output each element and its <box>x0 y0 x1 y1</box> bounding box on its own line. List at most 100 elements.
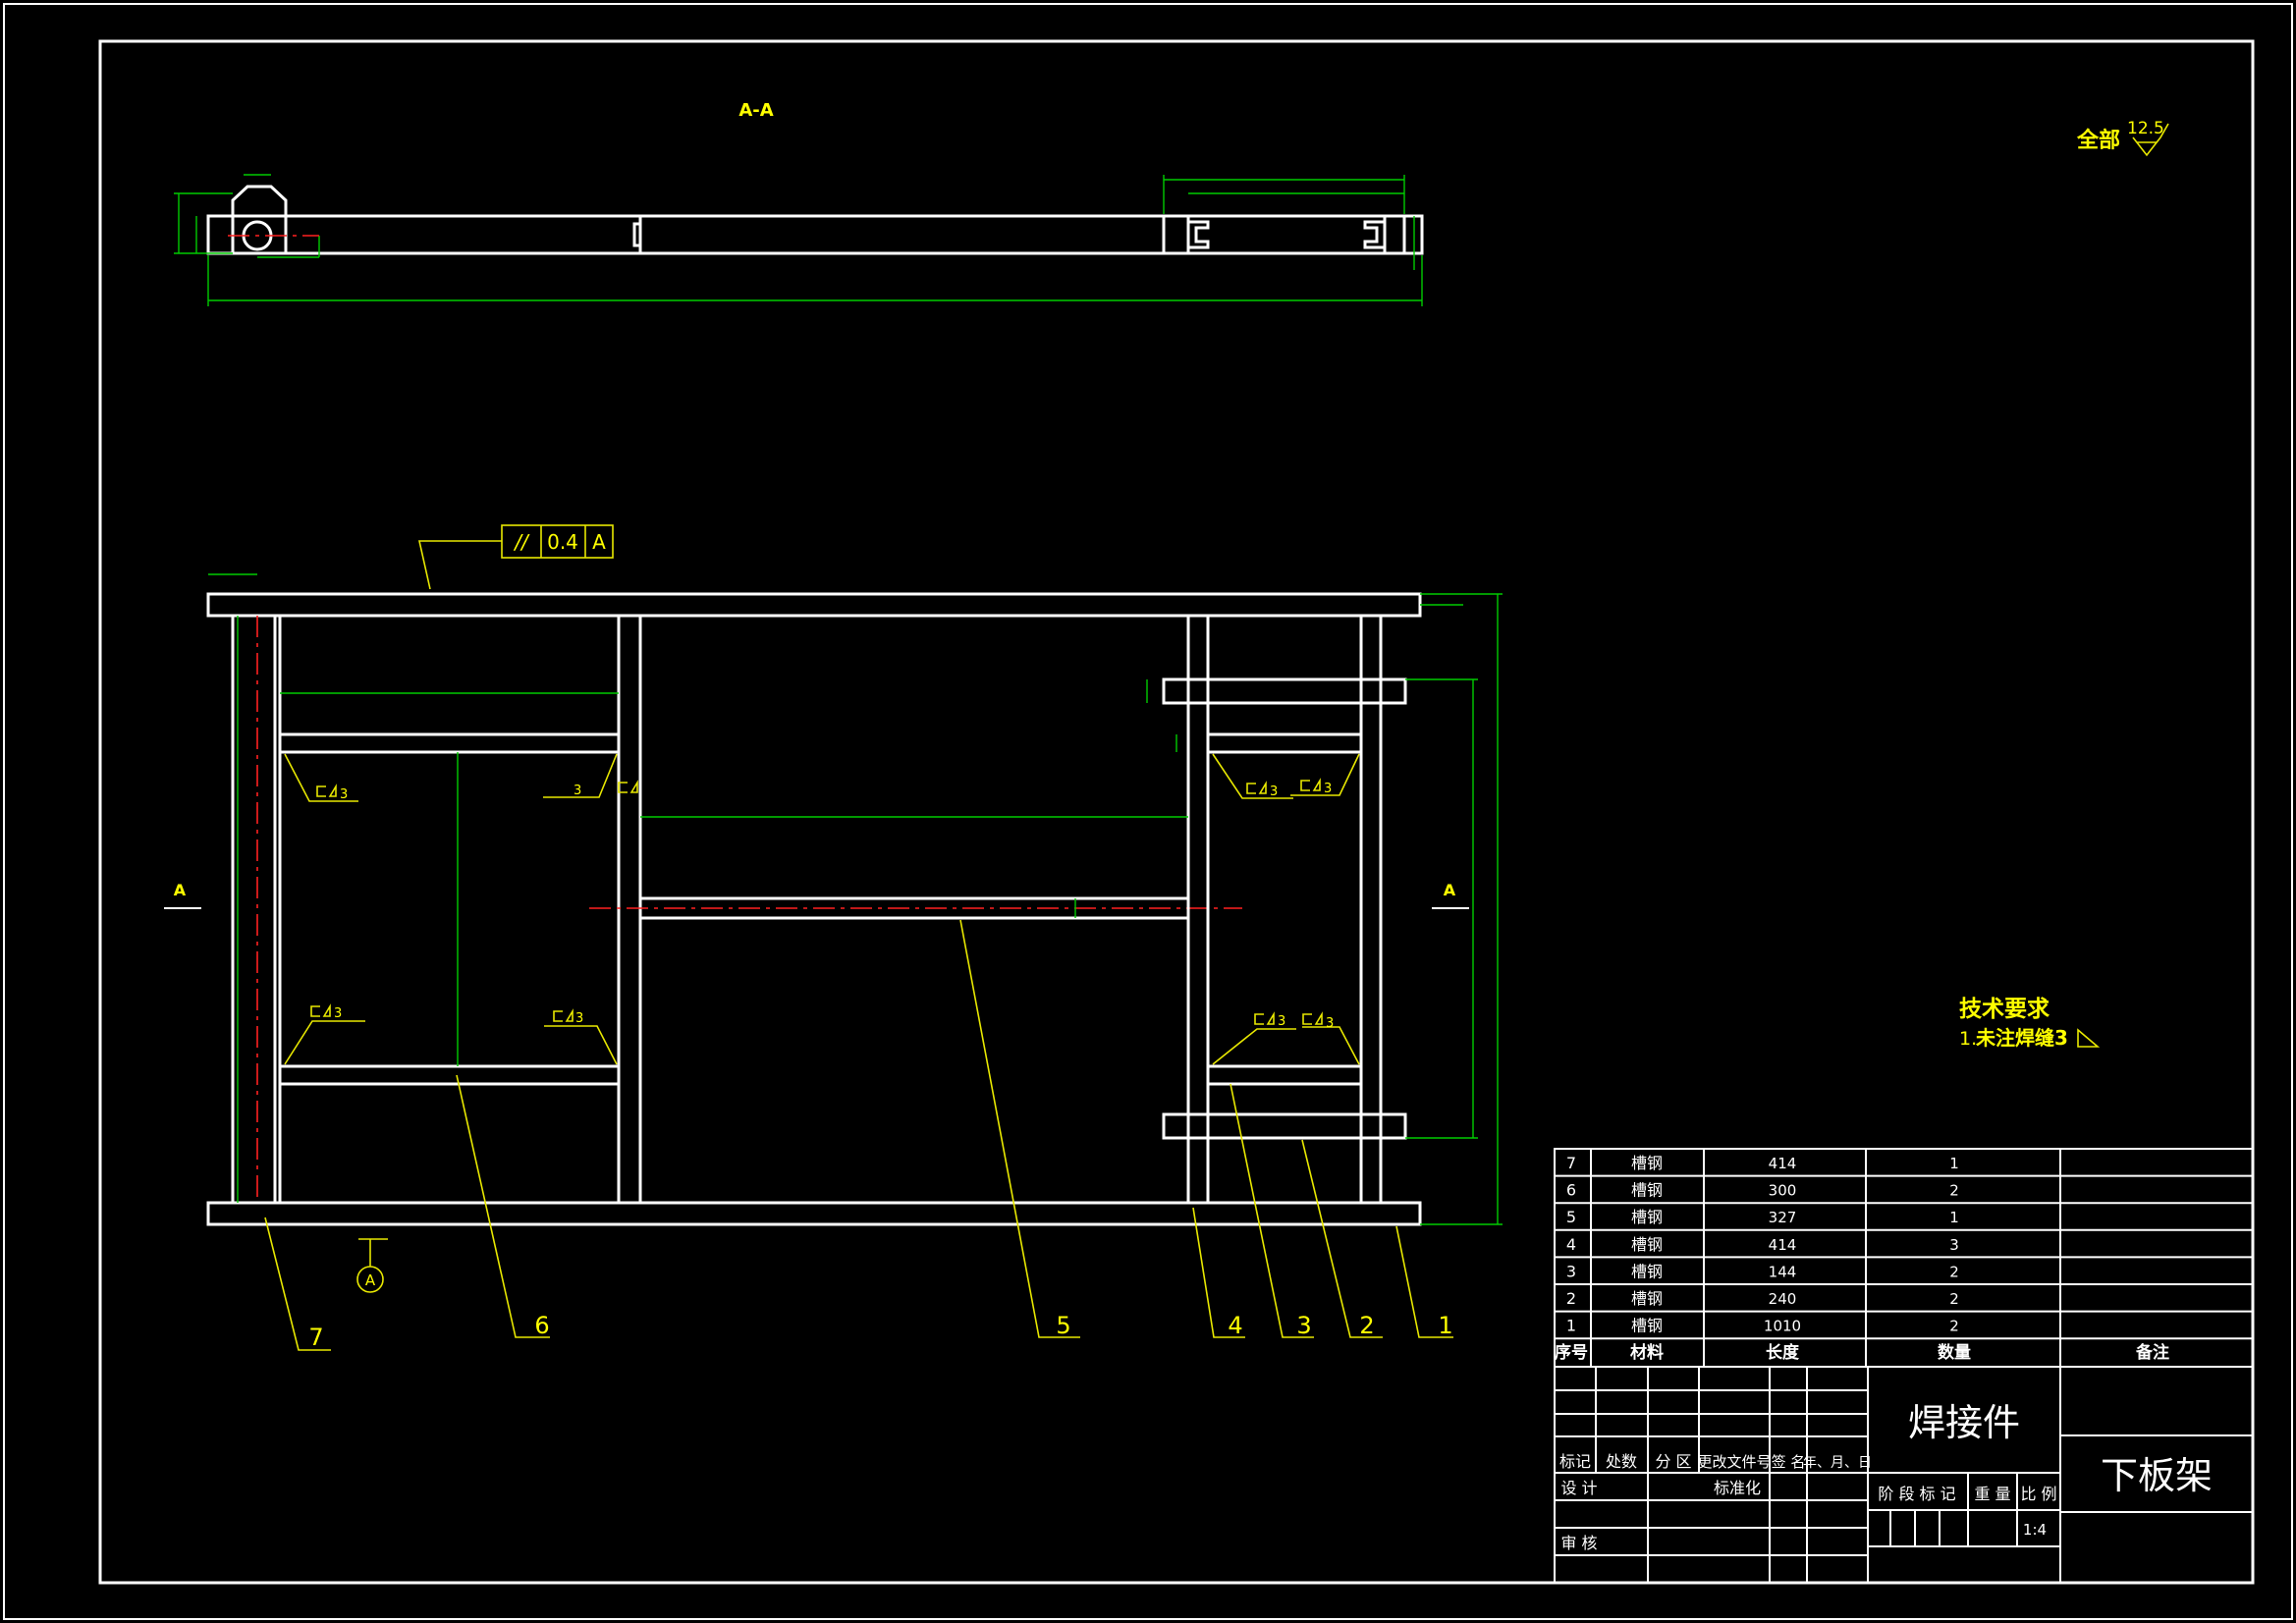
outer-border <box>3 3 2293 1620</box>
cell-no: 1 <box>1566 1317 1576 1335</box>
tech-requirements-item-text: 未注焊缝3 <box>1976 1026 2068 1050</box>
label-weight: 重 量 <box>1974 1485 2010 1503</box>
cell-material: 槽钢 <box>1631 1289 1663 1308</box>
label-scale: 比 例 <box>2020 1485 2056 1503</box>
weld-size: 3 <box>1270 784 1278 799</box>
surface-finish-note: 全部 12.5 <box>2076 119 2169 157</box>
weld-symbol: 3 <box>1212 1011 1296 1065</box>
label-mark: 标记 <box>1559 1452 1591 1471</box>
header-no: 序号 <box>1555 1342 1588 1363</box>
datum-label: A <box>365 1271 376 1289</box>
scale-value: 1:4 <box>2023 1521 2047 1539</box>
balloon-6: 6 <box>534 1312 549 1339</box>
cell-qty: 2 <box>1949 1263 1959 1280</box>
tech-requirements-item-number: 1. <box>1959 1028 1977 1050</box>
cell-length: 240 <box>1769 1290 1797 1308</box>
front-view: // 0.4 A <box>164 524 1503 1351</box>
table-row: 5 槽钢 327 1 <box>1566 1208 1959 1226</box>
cell-no: 4 <box>1566 1235 1576 1254</box>
label-stage-mark: 阶 段 标 记 <box>1878 1485 1955 1503</box>
weld-symbol: 3 <box>284 753 358 802</box>
weld-size: 3 <box>1324 782 1332 796</box>
section-mark-right: A <box>1444 881 1456 899</box>
cell-qty: 1 <box>1949 1209 1959 1226</box>
balloon-5: 5 <box>1056 1312 1070 1339</box>
weld-size: 3 <box>1326 1016 1334 1031</box>
cell-no: 2 <box>1566 1289 1576 1308</box>
weld-symbol: 3 <box>1212 753 1293 799</box>
weld-size: 3 <box>574 784 581 798</box>
cell-qty: 3 <box>1949 1236 1959 1254</box>
weld-size: 3 <box>340 787 348 802</box>
cell-qty: 2 <box>1949 1182 1959 1200</box>
header-note: 备注 <box>2135 1342 2169 1363</box>
weld-symbol: 3 <box>1302 1011 1360 1065</box>
roughness-symbol-icon <box>2132 123 2169 157</box>
cell-length: 300 <box>1769 1182 1797 1200</box>
datum-symbol: A <box>356 1238 388 1293</box>
fillet-weld-icon <box>2077 1028 2101 1048</box>
weld-size: 3 <box>575 1011 583 1026</box>
label-standardize: 标准化 <box>1714 1479 1761 1497</box>
cell-material: 槽钢 <box>1631 1262 1663 1280</box>
balloon-2: 2 <box>1359 1312 1374 1339</box>
part-name: 下板架 <box>2101 1454 2213 1497</box>
cell-length: 414 <box>1769 1155 1797 1172</box>
cell-length: 1010 <box>1764 1318 1801 1335</box>
cell-no: 7 <box>1566 1154 1576 1172</box>
header-length: 长度 <box>1766 1342 1800 1363</box>
table-header: 序号 材料 长度 数量 备注 <box>1555 1342 2169 1363</box>
title-block: 焊接件 下板架 标记 处数 分 区 更改文件号 签 名 年、月、日 设 计 标准… <box>1554 1366 2254 1584</box>
label-zone: 分 区 <box>1655 1452 1691 1471</box>
balloon-3: 3 <box>1296 1312 1311 1339</box>
header-material: 材料 <box>1630 1342 1664 1363</box>
cell-material: 槽钢 <box>1631 1181 1663 1200</box>
cell-no: 5 <box>1566 1208 1576 1226</box>
parallelism-frame: // 0.4 A <box>418 524 614 590</box>
label-design: 设 计 <box>1560 1479 1597 1497</box>
table-row: 1 槽钢 1010 2 <box>1566 1317 1959 1335</box>
cell-material: 槽钢 <box>1631 1208 1663 1226</box>
tech-requirements-title: 技术要求 <box>1959 997 2050 1022</box>
balloon-4: 4 <box>1228 1312 1242 1339</box>
parallelism-tolerance: 0.4 <box>547 530 578 554</box>
table-row: 4 槽钢 414 3 <box>1566 1235 1959 1254</box>
surface-finish-value: 12.5 <box>2127 119 2164 138</box>
part-type: 焊接件 <box>1908 1401 2020 1444</box>
parallelism-symbol: // <box>513 530 530 554</box>
weld-size: 3 <box>1278 1014 1285 1029</box>
tech-requirements: 技术要求 1. 未注焊缝3 <box>1959 997 2101 1050</box>
label-review: 审 核 <box>1560 1534 1597 1552</box>
weld-symbol: 3 <box>1290 753 1360 796</box>
label-date: 年、月、日 <box>1803 1455 1872 1471</box>
cell-material: 槽钢 <box>1631 1154 1663 1172</box>
cell-length: 414 <box>1769 1236 1797 1254</box>
parallelism-datum: A <box>592 530 606 554</box>
cell-material: 槽钢 <box>1631 1235 1663 1254</box>
cell-length: 144 <box>1769 1263 1797 1280</box>
table-row: 6 槽钢 300 2 <box>1566 1181 1959 1200</box>
section-title: A-A <box>738 100 773 121</box>
surface-finish-label: 全部 <box>2076 128 2120 153</box>
weld-symbol: 3 <box>543 753 638 798</box>
cell-length: 327 <box>1769 1209 1797 1226</box>
weld-symbol: 3 <box>544 1008 618 1065</box>
cell-qty: 2 <box>1949 1318 1959 1335</box>
header-qty: 数量 <box>1938 1342 1971 1363</box>
balloon-7: 7 <box>308 1324 323 1351</box>
table-row: 2 槽钢 240 2 <box>1566 1289 1959 1308</box>
weld-size: 3 <box>334 1006 342 1021</box>
section-mark-left: A <box>174 881 187 899</box>
cell-no: 6 <box>1566 1181 1576 1200</box>
cell-material: 槽钢 <box>1631 1317 1663 1335</box>
label-change-doc: 更改文件号 <box>1697 1453 1771 1471</box>
balloon-1: 1 <box>1438 1312 1452 1339</box>
cell-qty: 2 <box>1949 1290 1959 1308</box>
weld-symbol: 3 <box>284 1003 365 1065</box>
inner-border <box>98 39 2255 1585</box>
section-view-a-a: A-A <box>174 100 1424 306</box>
